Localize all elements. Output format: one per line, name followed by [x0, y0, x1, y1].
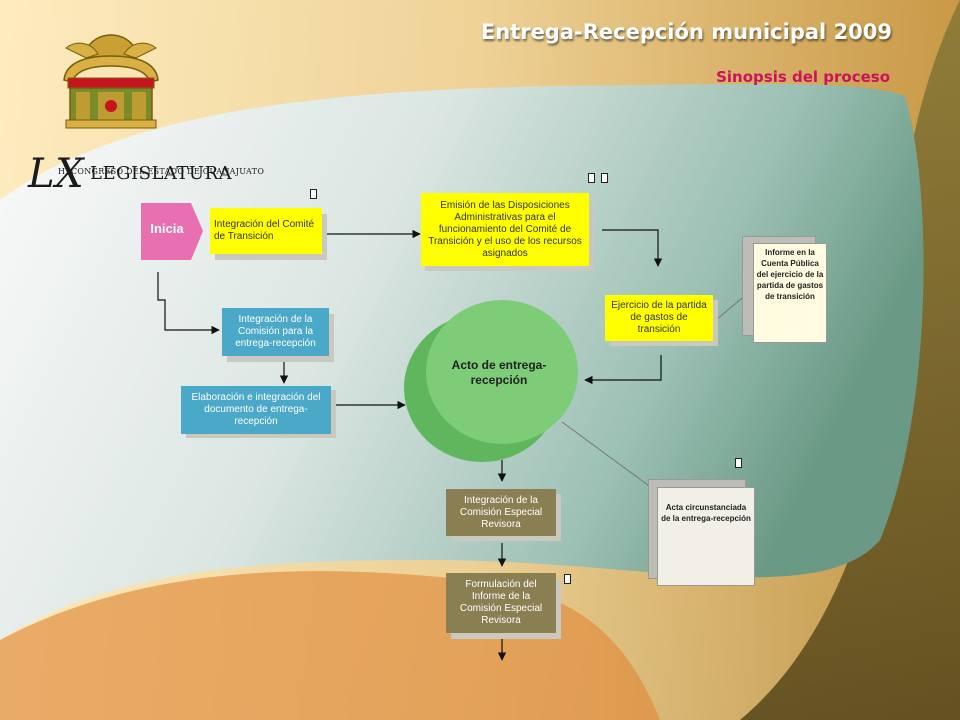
document-icon: [735, 458, 742, 468]
logo-name: LEGISLATURA: [90, 163, 233, 184]
legislatura-crest-logo: [63, 34, 159, 129]
node-emision-disposiciones: Emisión de las Disposiciones Administrat…: [421, 193, 589, 266]
slide-title: Entrega-Recepción municipal 2009: [480, 20, 892, 44]
acto-circle: [404, 300, 578, 462]
doc-acta-circunstanciada: Acta circunstanciada de la entrega-recep…: [657, 487, 755, 586]
node-ejercicio-partida: Ejercicio de la partida de gastos de tra…: [605, 295, 713, 341]
node-formulacion-informe: Formulación del Informe de la Comisión E…: [446, 573, 556, 633]
document-icon: [601, 173, 608, 183]
document-icon: [310, 189, 317, 199]
node-comision-especial: Integración de la Comisión Especial Revi…: [446, 489, 556, 536]
doc-informe-cuenta-publica: Informe en la Cuenta Pública del ejercic…: [753, 243, 827, 343]
node-integracion-comite: Integración del Comité de Transición: [210, 208, 322, 254]
logo-subtitle: H. CONGRESO DEL ESTADO DE GUANAJUATO: [58, 167, 265, 176]
start-label: Inicia: [150, 221, 184, 236]
slide-subtitle: Sinopsis del proceso: [716, 68, 890, 86]
node-integracion-comision: Integración de la Comisión para la entre…: [222, 308, 329, 356]
node-elaboracion-documento: Elaboración e integración del documento …: [181, 386, 331, 434]
document-icon: [588, 173, 595, 183]
node-acto-entrega-recepcion: Acto de entrega-recepción: [451, 358, 547, 387]
logo-roman-prefix: LX: [28, 151, 85, 197]
start-shape: [141, 203, 203, 260]
document-icon: [564, 574, 571, 584]
